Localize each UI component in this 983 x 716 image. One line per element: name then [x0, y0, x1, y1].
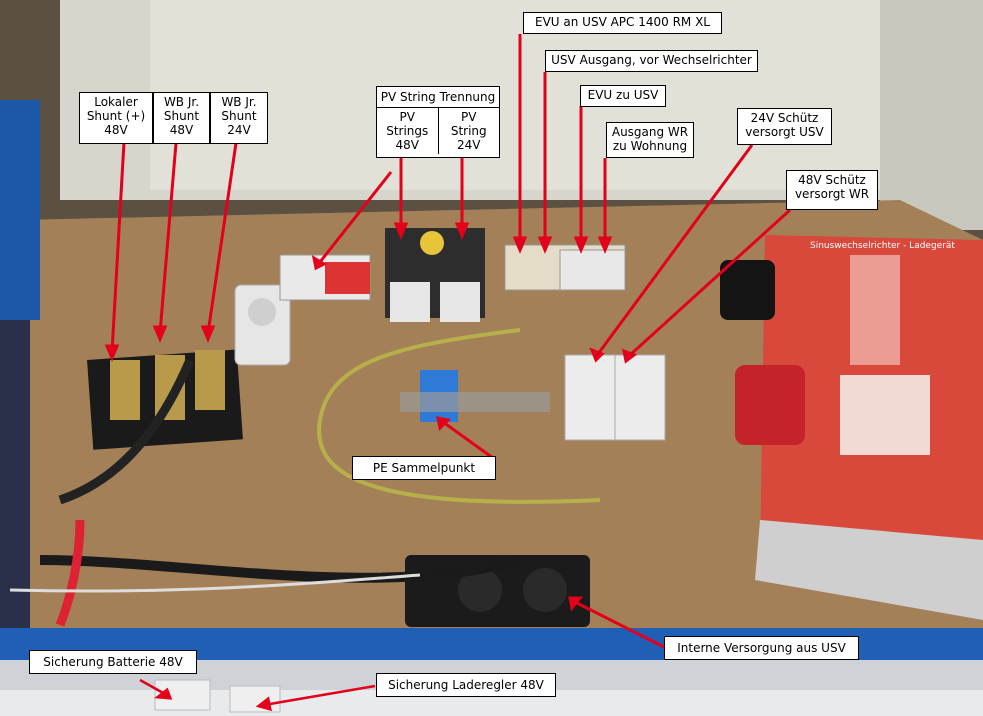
label-wb-shunt-48-l2: Shunt: [163, 109, 200, 123]
label-wb-shunt-48: WB Jr. Shunt 48V: [153, 92, 210, 144]
label-schuetz-48-l2: versorgt WR: [794, 187, 870, 201]
label-pv-title: PV String Trennung: [377, 87, 499, 108]
label-ausgang-wr: Ausgang WR zu Wohnung: [606, 122, 694, 158]
label-ausgang-wr-l2: zu Wohnung: [612, 139, 688, 153]
label-pv-48-l3: 48V: [395, 138, 419, 152]
label-wb-shunt-48-l3: 48V: [169, 123, 194, 137]
label-schuetz-24: 24V Schütz versorgt USV: [737, 108, 832, 145]
label-schuetz-24-l2: versorgt USV: [745, 125, 824, 139]
label-schuetz-48-l1: 48V Schütz: [798, 173, 866, 187]
label-evu-zu-usv: EVU zu USV: [580, 85, 666, 107]
label-pe-sammelpunkt: PE Sammelpunkt: [352, 456, 496, 480]
label-usv-ausgang: USV Ausgang, vor Wechselrichter: [545, 50, 758, 72]
label-sicherung-laderegler: Sicherung Laderegler 48V: [376, 673, 556, 697]
inverter-title: Sinuswechselrichter - Ladegerät: [810, 241, 955, 251]
label-wb-shunt-48-l1: WB Jr.: [163, 95, 200, 109]
label-local-shunt-l1: Lokaler: [94, 95, 138, 109]
label-local-shunt-l2: Shunt (+): [86, 109, 146, 123]
label-pv-24-l2: String: [450, 124, 487, 138]
label-local-shunt-l3: 48V: [104, 123, 128, 137]
label-wb-shunt-24-l3: 24V: [227, 123, 251, 137]
label-wb-shunt-24-l1: WB Jr.: [221, 95, 257, 109]
annotation-lines: [104, 34, 792, 712]
label-pv-48: PV Strings 48V: [377, 108, 438, 154]
label-schuetz-48: 48V Schütz versorgt WR: [786, 170, 878, 210]
label-schuetz-24-l1: 24V Schütz: [750, 111, 819, 125]
label-pv-48-l2: Strings: [386, 124, 429, 138]
label-pv-24-l1: PV: [461, 110, 477, 124]
label-wb-shunt-24: WB Jr. Shunt 24V: [210, 92, 268, 144]
label-pv-48-l1: PV: [399, 110, 415, 124]
label-evu-usv: EVU an USV APC 1400 RM XL: [523, 12, 722, 34]
label-pv-24-l3: 24V: [457, 138, 481, 152]
label-pv-group: PV String Trennung PV Strings 48V PV Str…: [376, 86, 500, 158]
fuse-charger: [229, 685, 281, 713]
label-interne-versorgung: Interne Versorgung aus USV: [664, 636, 859, 660]
label-pv-24: PV String 24V: [437, 108, 500, 154]
label-ausgang-wr-l1: Ausgang WR: [611, 125, 689, 139]
label-wb-shunt-24-l2: Shunt: [221, 109, 257, 123]
label-local-shunt: Lokaler Shunt (+) 48V: [79, 92, 153, 144]
label-sicherung-batterie: Sicherung Batterie 48V: [29, 650, 197, 674]
